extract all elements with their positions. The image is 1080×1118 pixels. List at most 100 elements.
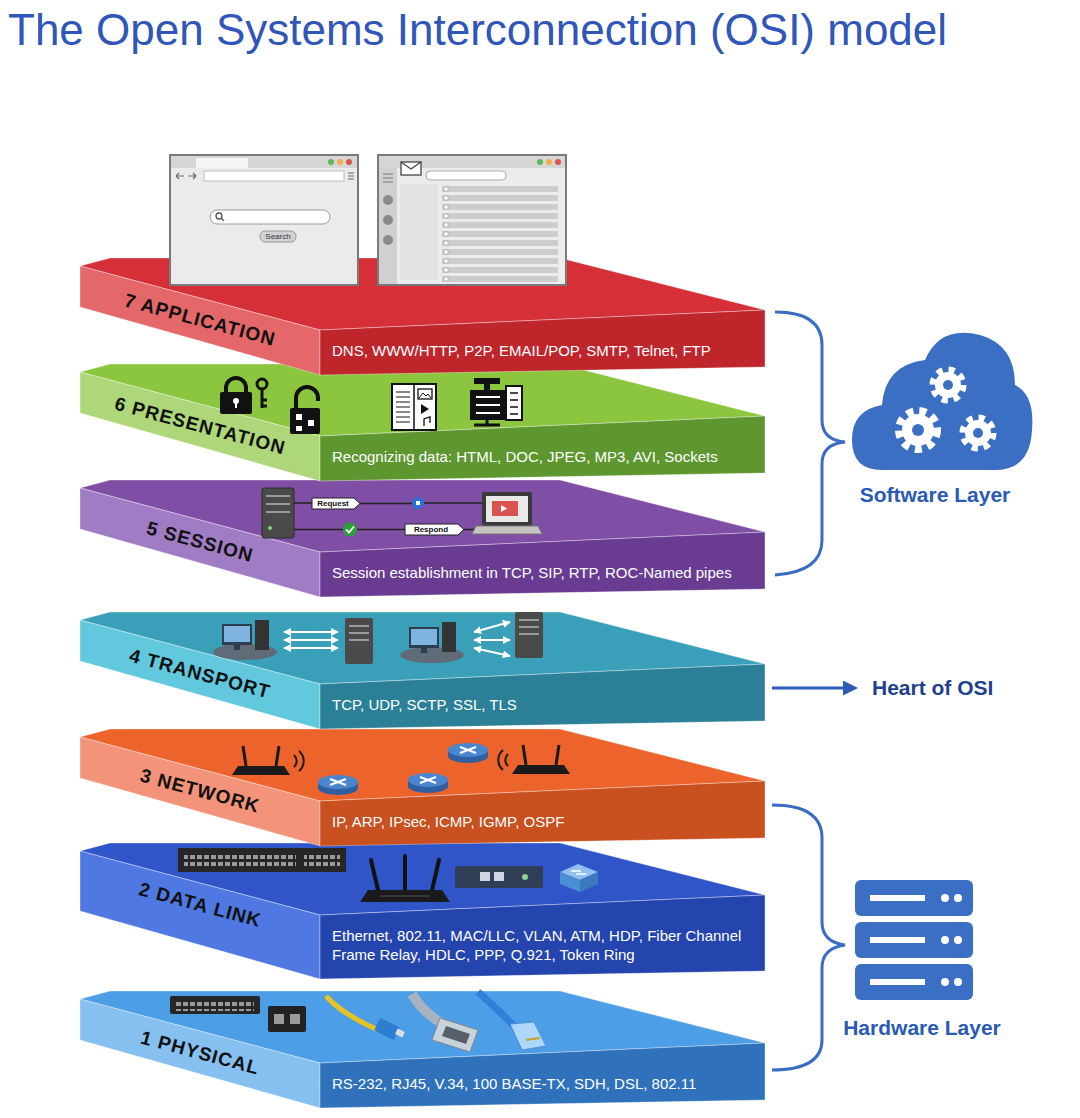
network-switch-icon: [176, 999, 254, 1011]
router-icon: [420, 777, 436, 783]
media-converter-icon: [455, 866, 543, 888]
network-switch-icon: [178, 848, 346, 872]
media-document-icon: [396, 392, 410, 422]
server-stack-icon: [855, 964, 973, 1000]
server-icon: [262, 488, 294, 538]
compress-icon: [474, 420, 500, 425]
open-padlock-icon: [296, 387, 318, 410]
email-window: [444, 277, 448, 281]
server-icon: [266, 496, 290, 512]
laptop-icon: [501, 505, 507, 512]
browser-window: [204, 171, 344, 181]
slab-front-face: [320, 895, 765, 979]
wifi-router-icon: [360, 890, 450, 902]
slab-side-face: [80, 851, 320, 979]
switch-icon: [571, 871, 586, 874]
slab-front-face: [320, 416, 765, 481]
sfp-module-icon: [274, 1014, 284, 1024]
respond-wire: [405, 524, 464, 535]
open-padlock-icon: [308, 420, 314, 426]
ethernet-cable-icon: [478, 992, 546, 1050]
fiber-cable-icon: [326, 996, 378, 1030]
laptop-icon: [486, 496, 528, 522]
media-document-icon: [392, 384, 436, 430]
email-window: [546, 159, 552, 165]
computer-icon: [400, 647, 464, 663]
email-window: [444, 232, 448, 236]
computer-icon: [222, 624, 252, 645]
text-holder: Recognizing data: HTML, DOC, JPEG, MP3, …: [332, 448, 756, 467]
email-window: [401, 162, 421, 175]
bracket: [772, 805, 845, 1070]
server-stack-icon: [855, 880, 973, 1000]
osi-layer-slab: 4 TRANSPORTTCP, UDP, SCTP, SSL, TLS: [60, 612, 780, 731]
compress-icon: [484, 384, 490, 390]
cloud-gears-icon: [902, 414, 934, 446]
text-holder: The Open Systems Interconnection (OSI) m…: [8, 4, 947, 57]
slab-side-face: [80, 620, 320, 729]
slab-front-face: [320, 532, 765, 597]
computer-icon: [409, 627, 439, 648]
protocol-list: DNS, WWW/HTTP, P2P, EMAIL/POP, SMTP, Tel…: [332, 342, 756, 361]
respond-wire: [294, 529, 482, 531]
server-icon: [349, 626, 369, 640]
text-holder: DNS, WWW/HTTP, P2P, EMAIL/POP, SMTP, Tel…: [332, 342, 756, 361]
email-window: [442, 213, 558, 219]
server-stack-icon: [954, 894, 962, 902]
fiber-cable-icon: [374, 1018, 400, 1040]
email-window: [442, 258, 558, 264]
server-stack-icon: [941, 978, 949, 986]
protocol-list: IP, ARP, IPsec, ICMP, IGMP, OSPF: [332, 813, 756, 832]
browser-window: [348, 173, 354, 179]
email-window: [383, 215, 393, 225]
computer-icon: [255, 620, 269, 650]
server-stack-icon: [870, 979, 925, 985]
cloud-gears-icon: [943, 380, 953, 390]
cloud-gears-icon: [933, 370, 963, 400]
laptop-icon: [472, 526, 542, 534]
wifi-router-icon: [512, 765, 570, 774]
open-padlock-icon: [290, 408, 320, 434]
server-icon: [268, 526, 272, 530]
group-label: Hardware Layer: [843, 1016, 1001, 1040]
compress-icon: [506, 386, 522, 420]
email-window: [378, 155, 566, 285]
browser-window: [346, 159, 352, 165]
computer-icon: [224, 626, 250, 642]
cloud-gears-icon: [973, 428, 983, 438]
browser-window: [170, 155, 358, 285]
router-icon: [460, 747, 476, 753]
router-icon: [448, 743, 488, 763]
switch-icon: [560, 864, 598, 880]
email-window: [442, 231, 558, 237]
serial-cable-icon: [432, 1018, 478, 1052]
slab-front-face: [320, 1043, 765, 1108]
ethernet-cable-icon: [526, 1038, 540, 1040]
ethernet-cable-icon: [478, 992, 516, 1028]
sfp-module-icon: [268, 1006, 306, 1032]
padlock-icon: [226, 378, 246, 394]
browser-window: [196, 158, 248, 168]
transfer-arrows: [284, 639, 338, 641]
browser-window: [170, 155, 358, 285]
slab-front-face: [320, 310, 765, 375]
osi-layer-slab: 5 SESSIONSession establishment in TCP, S…: [60, 480, 780, 599]
browser-window: [221, 218, 224, 221]
email-window: [442, 249, 558, 255]
media-converter-icon: [480, 872, 490, 881]
key-icon: [257, 379, 267, 389]
email-window: [444, 196, 448, 200]
protocol-list: Ethernet, 802.11, MAC/LLC, VLAN, ATM, HD…: [332, 927, 756, 965]
network-switch-icon: [170, 996, 260, 1014]
laptop-icon: [492, 501, 518, 516]
open-padlock-icon: [290, 387, 320, 434]
network-switch-icon: [304, 852, 340, 866]
slab-side-face: [80, 488, 320, 597]
padlock-icon: [233, 398, 239, 404]
padlock-icon: [220, 378, 252, 414]
cloud-gears-icon: [963, 418, 993, 448]
router-icon: [408, 780, 448, 793]
browser-window: [176, 173, 196, 179]
compress-icon: [470, 378, 522, 425]
media-document-icon: [413, 384, 415, 430]
